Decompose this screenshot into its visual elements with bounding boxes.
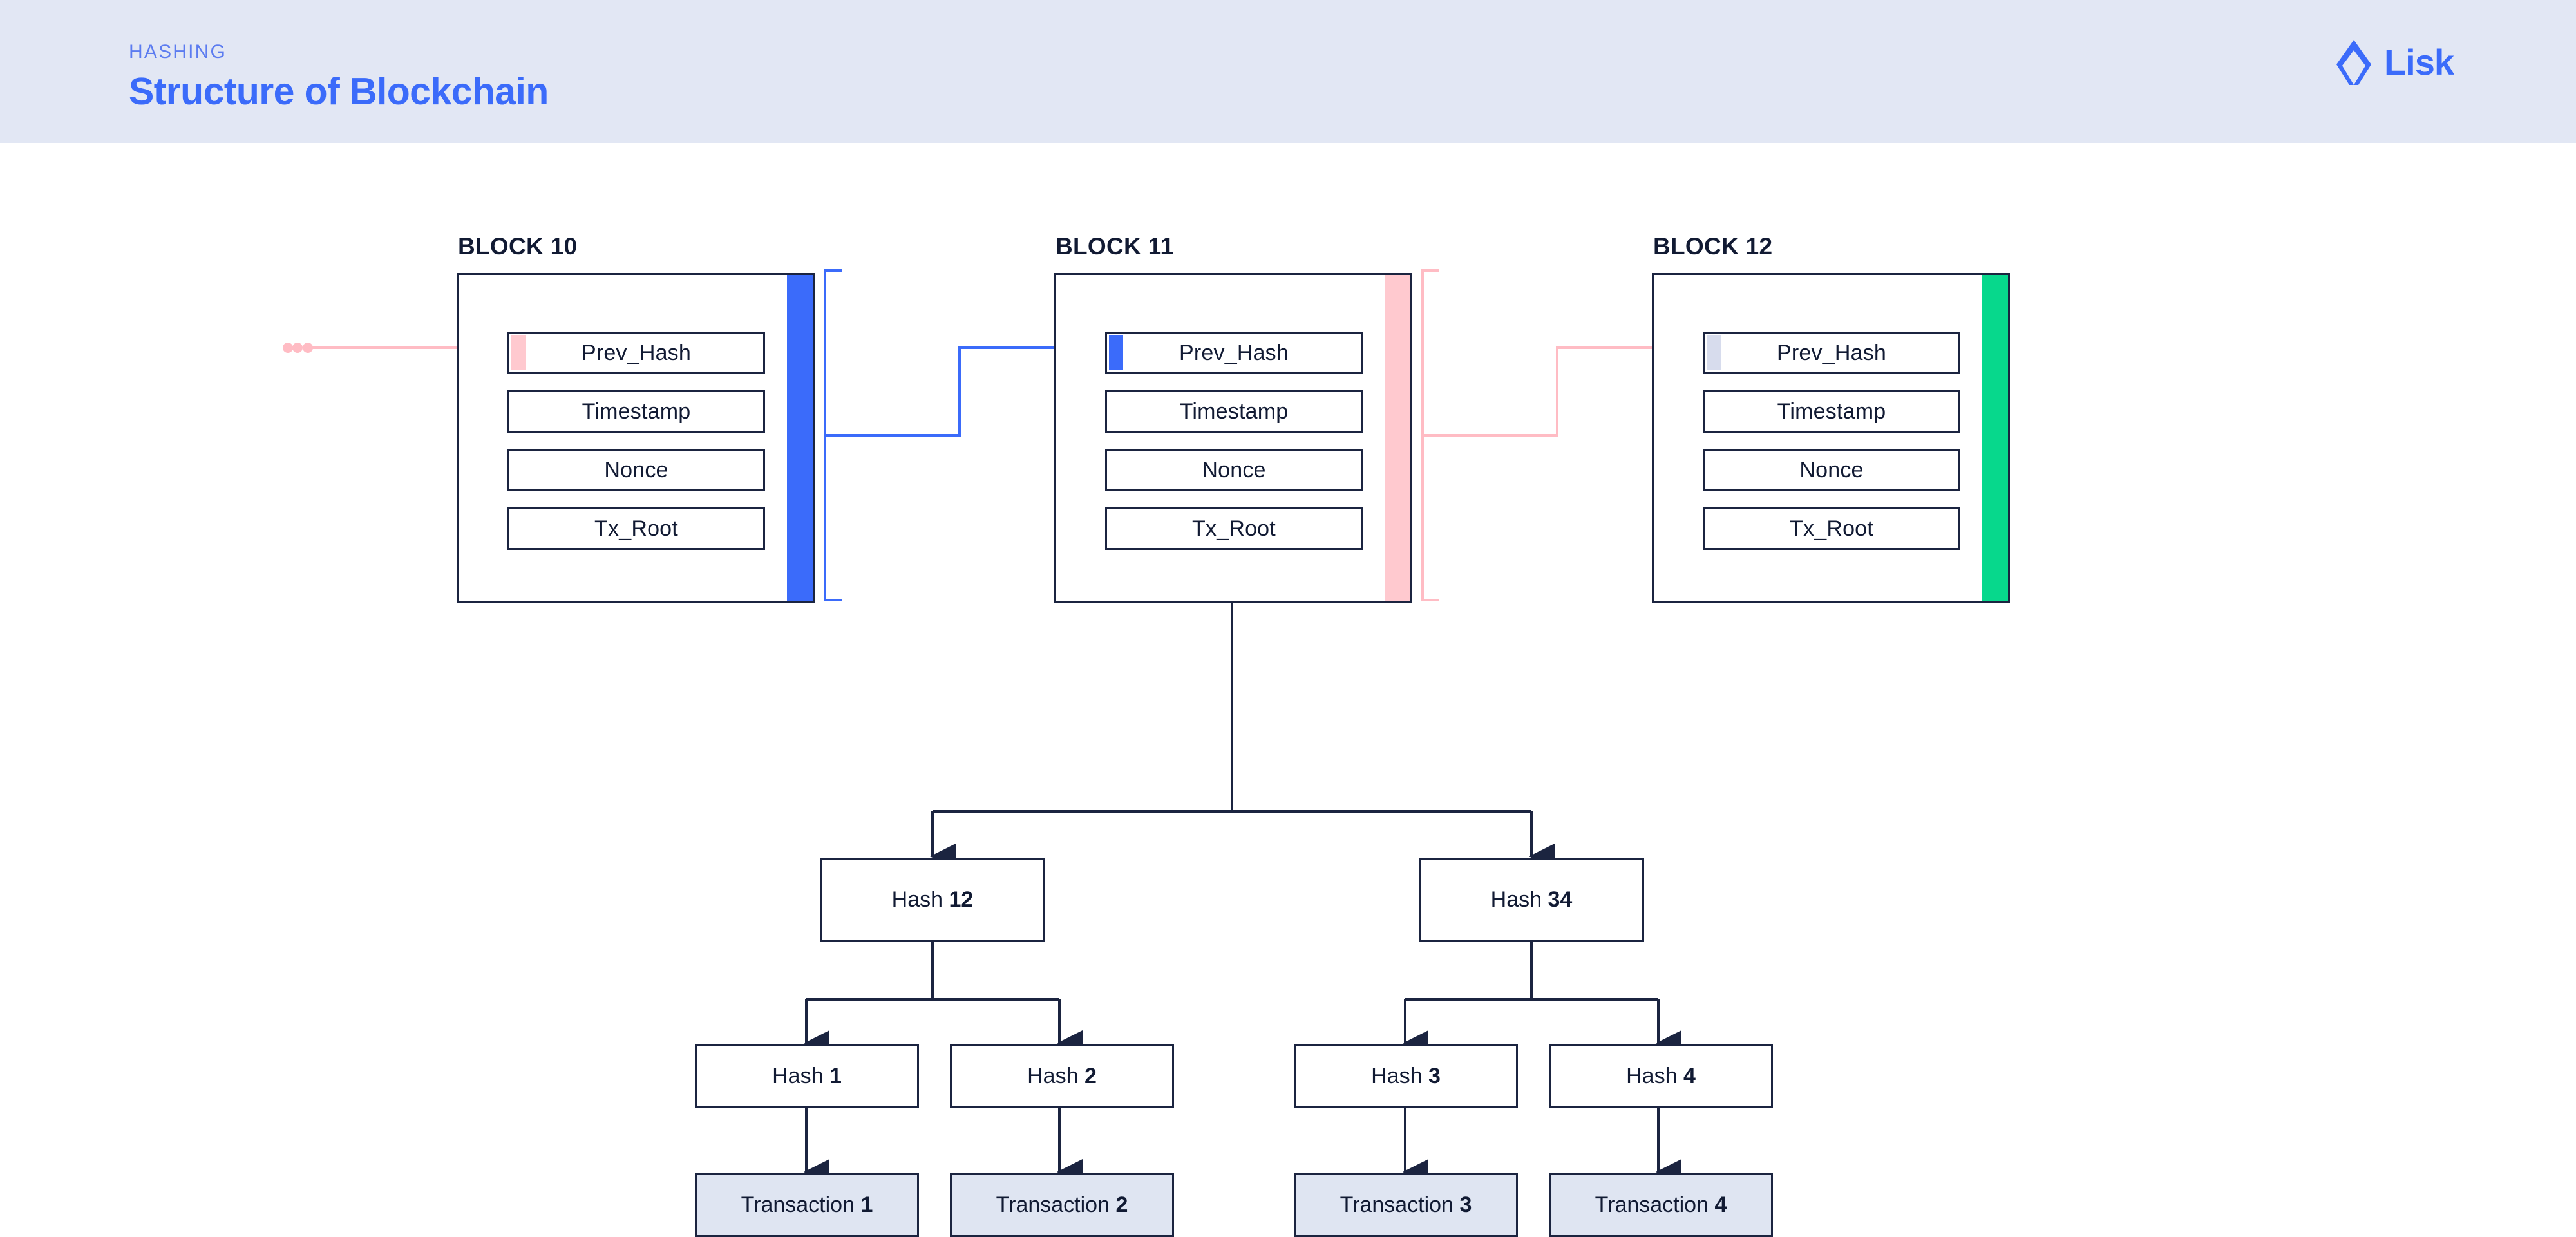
connector-hash34-children (1403, 942, 1681, 1056)
merkle-node-hash-12[interactable]: Hash 12 (820, 858, 1045, 942)
transaction-box-3-label: Transaction 3 (1340, 1193, 1472, 1217)
merkle-leaf-hash-4-label: Hash 4 (1626, 1064, 1696, 1088)
merkle-leaf-hash-1-label: Hash 1 (772, 1064, 842, 1088)
block-10-fields: Prev_Hash Timestamp Nonce Tx_Root (507, 332, 765, 550)
merkle-leaf-hash-3-label: Hash 3 (1371, 1064, 1441, 1088)
brand-name: Lisk (2383, 42, 2454, 82)
transaction-box-1-label: Transaction 1 (741, 1193, 873, 1217)
block-10-title: BLOCK 10 (458, 233, 578, 260)
block-10-field-nonce[interactable]: Nonce (507, 449, 765, 491)
block-11-hash-bar (1385, 275, 1410, 601)
block-11-field-prev-hash[interactable]: Prev_Hash (1105, 332, 1363, 374)
block-12-fields: Prev_Hash Timestamp Nonce Tx_Root (1703, 332, 1960, 550)
merkle-leaf-hash-1[interactable]: Hash 1 (695, 1044, 919, 1108)
block-11-field-label-nonce: Nonce (1202, 457, 1266, 482)
transaction-box-4-label: Transaction 4 (1595, 1193, 1727, 1217)
block-12-field-label-nonce: Nonce (1799, 457, 1864, 482)
block-10-field-label-prev-hash: Prev_Hash (582, 340, 691, 365)
block-10-box[interactable]: Prev_Hash Timestamp Nonce Tx_Root (457, 273, 815, 603)
block-12-box[interactable]: Prev_Hash Timestamp Nonce Tx_Root (1652, 273, 2010, 603)
block-12-prev-hash-strip (1707, 335, 1721, 370)
merkle-leaf-hash-2-label: Hash 2 (1027, 1064, 1097, 1088)
page-title: Structure of Blockchain (129, 70, 549, 113)
connector-hash12-children (804, 942, 1083, 1056)
block-11-box[interactable]: Prev_Hash Timestamp Nonce Tx_Root (1054, 273, 1412, 603)
block-10-field-label-timestamp: Timestamp (582, 399, 691, 424)
header-text-group: HASHING Structure of Blockchain (129, 42, 549, 112)
transaction-box-4[interactable]: Transaction 4 (1549, 1173, 1773, 1237)
block-10-field-tx-root[interactable]: Tx_Root (507, 507, 765, 550)
merkle-node-hash-34[interactable]: Hash 34 (1419, 858, 1644, 942)
block-12-field-label-timestamp: Timestamp (1777, 399, 1886, 424)
transaction-box-3[interactable]: Transaction 3 (1294, 1173, 1518, 1237)
brand-lockup: Lisk (2334, 39, 2454, 86)
leading-ellipsis-icon (283, 343, 313, 353)
block-12-field-label-prev-hash: Prev_Hash (1777, 340, 1886, 365)
merkle-leaf-hash-2[interactable]: Hash 2 (950, 1044, 1174, 1108)
connector-hash-to-transaction (804, 1108, 1681, 1185)
block-11-field-tx-root[interactable]: Tx_Root (1105, 507, 1363, 550)
block-10-field-label-tx-root: Tx_Root (594, 516, 678, 541)
page-header: HASHING Structure of Blockchain Lisk (0, 0, 2576, 143)
merkle-node-hash-12-label: Hash 12 (891, 887, 974, 912)
merkle-node-hash-34-label: Hash 34 (1490, 887, 1573, 912)
block-12-hash-bar (1982, 275, 2008, 601)
block-11-prev-hash-strip (1109, 335, 1123, 370)
block-11-field-timestamp[interactable]: Timestamp (1105, 390, 1363, 433)
block-11-title: BLOCK 11 (1056, 233, 1174, 260)
block-10-field-timestamp[interactable]: Timestamp (507, 390, 765, 433)
diagram-canvas: BLOCK 10 Prev_Hash Timestamp Nonce Tx_Ro… (0, 143, 2576, 1237)
block-12-title: BLOCK 12 (1653, 233, 1773, 260)
transaction-box-1[interactable]: Transaction 1 (695, 1173, 919, 1237)
block-12-field-timestamp[interactable]: Timestamp (1703, 390, 1960, 433)
block-11-fields: Prev_Hash Timestamp Nonce Tx_Root (1105, 332, 1363, 550)
header-kicker: HASHING (129, 41, 227, 62)
leading-ellipsis-label: • • • (0, 143, 1, 144)
merkle-leaf-hash-3[interactable]: Hash 3 (1294, 1044, 1518, 1108)
block-11-field-nonce[interactable]: Nonce (1105, 449, 1363, 491)
block-12-field-tx-root[interactable]: Tx_Root (1703, 507, 1960, 550)
block-11-field-label-tx-root: Tx_Root (1192, 516, 1276, 541)
block-12-field-prev-hash[interactable]: Prev_Hash (1703, 332, 1960, 374)
block-10-prev-hash-strip (511, 335, 526, 370)
transaction-box-2-label: Transaction 2 (996, 1193, 1128, 1217)
lisk-droplet-icon (2336, 40, 2371, 85)
block-12-field-label-tx-root: Tx_Root (1790, 516, 1873, 541)
block-10-hash-bar (787, 275, 813, 601)
block-10-field-label-nonce: Nonce (604, 457, 668, 482)
merkle-leaf-hash-4[interactable]: Hash 4 (1549, 1044, 1773, 1108)
block-11-field-label-timestamp: Timestamp (1179, 399, 1289, 424)
transaction-box-2[interactable]: Transaction 2 (950, 1173, 1174, 1237)
block-10-field-prev-hash[interactable]: Prev_Hash (507, 332, 765, 374)
block-12-field-nonce[interactable]: Nonce (1703, 449, 1960, 491)
block-11-field-label-prev-hash: Prev_Hash (1179, 340, 1289, 365)
